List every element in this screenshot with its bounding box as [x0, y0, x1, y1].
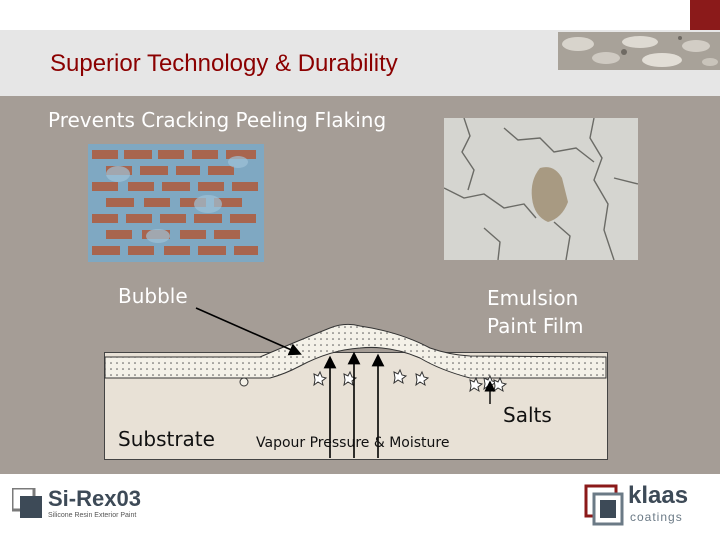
si-rex-logo-mark: [12, 488, 42, 518]
bubble-label: Bubble: [118, 284, 188, 308]
emulsion-label-line2: Paint Film: [487, 314, 584, 338]
vapour-arrows: [323, 351, 385, 458]
salts-label: Salts: [503, 403, 552, 427]
paint-film-layer: [104, 323, 607, 379]
vapour-label: Vapour Pressure & Moisture: [256, 435, 450, 451]
bubble-pointer: [195, 307, 302, 356]
klaas-logo-line1: klaas: [628, 482, 689, 509]
slide-subtitle: Prevents Cracking Peeling Flaking: [48, 108, 387, 132]
klaas-logo-mark: [584, 484, 624, 526]
klaas-coatings-logo: klaas coatings: [584, 482, 708, 528]
emulsion-label-line1: Emulsion: [487, 286, 579, 310]
cracked-wall-photo: [444, 118, 638, 260]
bubble-void: [239, 377, 249, 387]
substrate-label: Substrate: [118, 427, 215, 451]
si-rex-logo-name: Si-Rex03: [48, 486, 141, 511]
si-rex-logo: Si-Rex03 Silicone Resin Exterior Paint: [12, 486, 172, 524]
si-rex-logo-tagline: Silicone Resin Exterior Paint: [48, 512, 137, 519]
accent-mark: [690, 0, 720, 30]
top-strip: [0, 0, 720, 30]
water-droplets-photo: [558, 32, 720, 70]
slide-title: Superior Technology & Durability: [50, 50, 398, 77]
klaas-logo-line2: coatings: [630, 510, 683, 524]
peeling-brick-photo: [88, 144, 264, 262]
